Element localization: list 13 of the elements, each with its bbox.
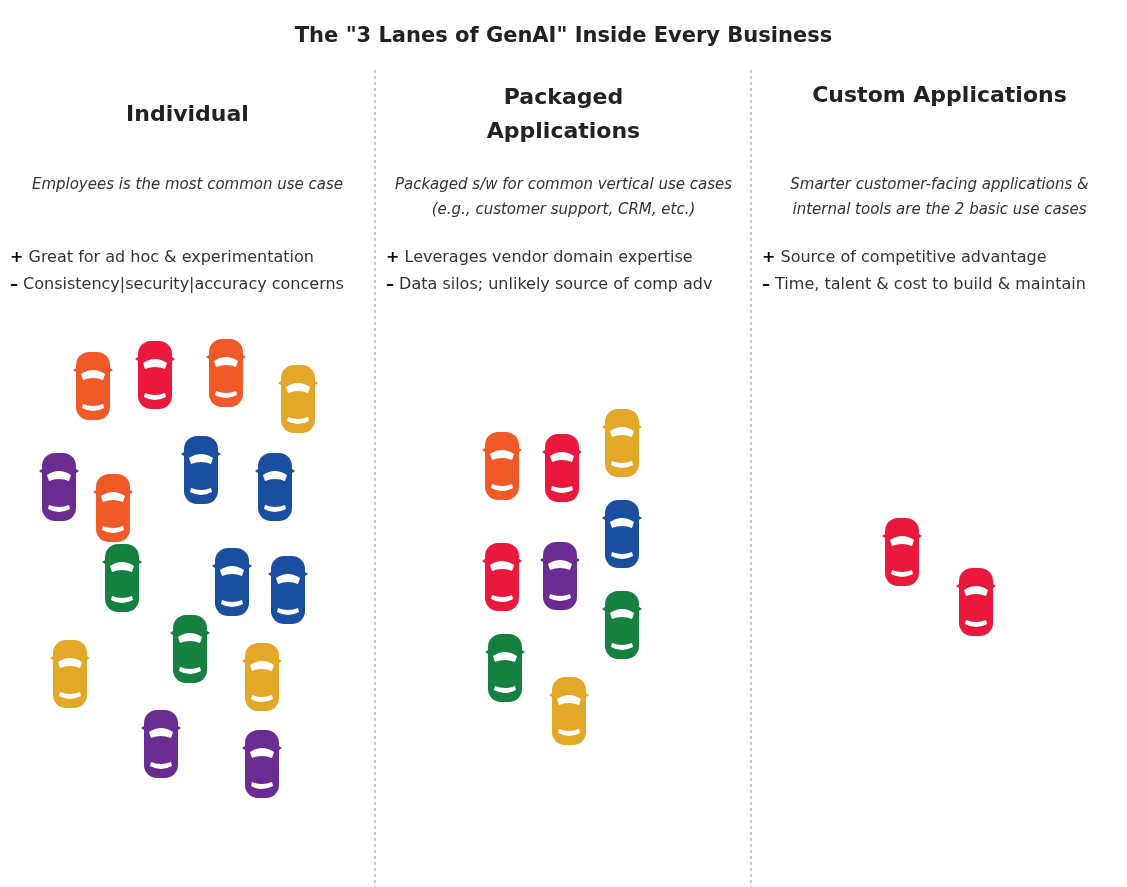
lane-description: Smarter customer-facing applications & internal tools are the 2 basic use cases bbox=[789, 174, 1090, 220]
lane-description: Employees is the most common use case bbox=[30, 174, 345, 195]
pro-point: + Source of competitive advantage bbox=[762, 246, 1047, 268]
pro-point: + Leverages vendor domain expertise bbox=[386, 246, 693, 268]
lane-heading: Packaged Applications bbox=[485, 83, 642, 145]
lane-heading: Custom Applications bbox=[812, 81, 1067, 109]
con-point: – Consistency|security|accuracy concerns bbox=[10, 273, 344, 295]
lane-description: Packaged s/w for common vertical use cases (e.g., customer support, CRM, etc.) bbox=[393, 174, 734, 220]
con-point: – Data silos; unlikely source of comp adv bbox=[386, 273, 713, 295]
title: The "3 Lanes of GenAI" Inside Every Business bbox=[293, 22, 834, 49]
con-point: – Time, talent & cost to build & maintain bbox=[762, 273, 1086, 295]
lane-heading: Individual bbox=[125, 100, 250, 128]
pro-point: + Great for ad hoc & experimentation bbox=[10, 246, 314, 268]
